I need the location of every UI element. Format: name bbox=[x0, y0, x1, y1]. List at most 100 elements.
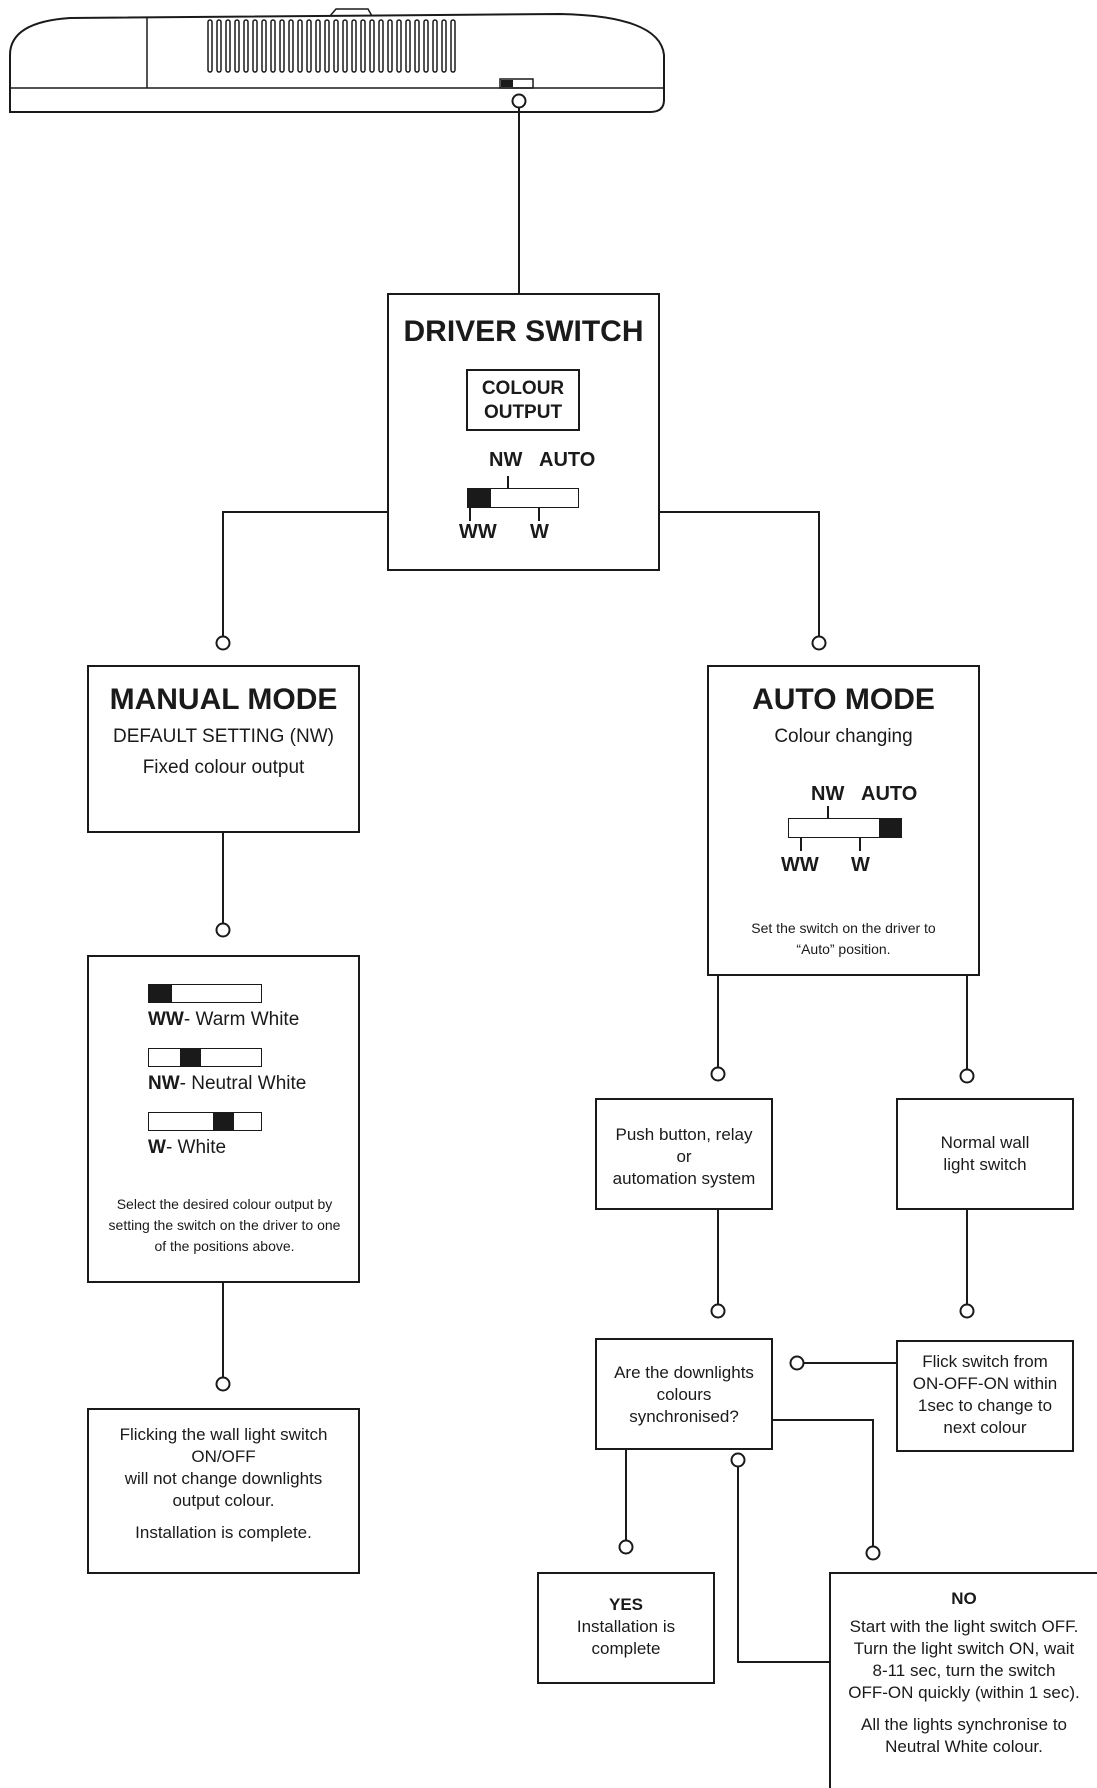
flick-switch-box: Flick switch from ON-OFF-ON within 1sec … bbox=[896, 1340, 1074, 1452]
no-line2: Turn the light switch ON, wait bbox=[853, 1639, 1075, 1658]
auto-switch-knob bbox=[879, 819, 901, 837]
w-text: - White bbox=[165, 1137, 227, 1158]
vent-slot bbox=[234, 19, 240, 73]
ww-text: - Warm White bbox=[183, 1009, 300, 1030]
positions-instructions: Select the desired colour output by sett… bbox=[108, 1196, 341, 1254]
manual-complete-box: Flicking the wall light switch ON/OFF wi… bbox=[87, 1408, 360, 1574]
normal-switch-line1: Normal wall bbox=[940, 1133, 1030, 1152]
nw-abbr: NW bbox=[148, 1073, 180, 1094]
vent-slot bbox=[369, 19, 375, 73]
manual-complete-line4: output colour. bbox=[172, 1491, 275, 1510]
auto-label-nw: NW bbox=[811, 783, 845, 805]
auto-mode-box: AUTO MODE Colour changing NW AUTO WW W S… bbox=[707, 665, 980, 976]
yes-box: YES Installation is complete bbox=[537, 1572, 715, 1684]
driver-switch-knob bbox=[468, 489, 491, 507]
vent-slot bbox=[342, 19, 348, 73]
vent-slot bbox=[441, 19, 447, 73]
push-button-line2: or bbox=[676, 1147, 692, 1166]
auto-slide-switch bbox=[788, 818, 902, 838]
yes-title: YES bbox=[608, 1595, 644, 1614]
vent-slot bbox=[297, 19, 303, 73]
driver-label-w: W bbox=[530, 521, 549, 543]
vent-slot bbox=[360, 19, 366, 73]
manual-mode-desc: Fixed colour output bbox=[142, 757, 305, 778]
ww-switch-icon bbox=[148, 984, 262, 1003]
flick-line2: ON-OFF-ON within bbox=[912, 1374, 1058, 1393]
no-line5: All the lights synchronise to bbox=[861, 1715, 1067, 1734]
driver-label-nw: NW bbox=[489, 449, 523, 471]
push-button-box: Push button, relay or automation system bbox=[595, 1098, 773, 1210]
flick-line3: 1sec to change to bbox=[917, 1396, 1053, 1415]
manual-complete-line1: Flicking the wall light switch bbox=[119, 1425, 328, 1444]
auto-label-auto: AUTO bbox=[861, 783, 918, 805]
w-abbr: W bbox=[148, 1137, 166, 1158]
vent-slot bbox=[252, 19, 258, 73]
flick-line1: Flick switch from bbox=[922, 1352, 1048, 1371]
auto-mode-title: AUTO MODE bbox=[752, 683, 935, 716]
manual-complete-line2: ON/OFF bbox=[191, 1447, 256, 1466]
nw-position-label: NW- Neutral White bbox=[148, 1073, 306, 1095]
question-line1: Are the downlights bbox=[614, 1363, 754, 1382]
flick-line4: next colour bbox=[943, 1418, 1027, 1437]
vent-slot bbox=[216, 19, 222, 73]
vent-slot bbox=[387, 19, 393, 73]
no-line3: 8-11 sec, turn the switch bbox=[872, 1661, 1056, 1680]
vent-slot bbox=[324, 19, 330, 73]
driver-device-outline bbox=[9, 12, 665, 113]
vent-slot bbox=[261, 19, 267, 73]
nw-switch-icon bbox=[148, 1048, 262, 1067]
vent-slot bbox=[315, 19, 321, 73]
manual-complete-line5: Installation is complete. bbox=[135, 1523, 312, 1542]
question-line2: colours bbox=[656, 1385, 712, 1404]
vent-slot bbox=[270, 19, 276, 73]
vent-slot bbox=[405, 19, 411, 73]
driver-switch-box: DRIVER SWITCH COLOUR OUTPUT NW AUTO WW W bbox=[387, 293, 660, 571]
vent-slot bbox=[378, 19, 384, 73]
vent-slot bbox=[450, 19, 456, 73]
push-button-line3: automation system bbox=[612, 1169, 756, 1188]
vent-slot bbox=[225, 19, 231, 73]
driver-switch-slot bbox=[499, 78, 534, 89]
ww-abbr: WW bbox=[148, 1009, 184, 1030]
ww-position-label: WW- Warm White bbox=[148, 1009, 299, 1031]
no-line4: OFF-ON quickly (within 1 sec). bbox=[848, 1683, 1080, 1702]
driver-label-ww: WW bbox=[459, 521, 497, 543]
colour-output-line2: OUTPUT bbox=[483, 402, 563, 423]
no-line6: Neutral White colour. bbox=[885, 1737, 1043, 1756]
push-button-line1: Push button, relay bbox=[615, 1125, 753, 1144]
nw-text: - Neutral White bbox=[179, 1073, 307, 1094]
colour-output-line1: COLOUR bbox=[481, 378, 565, 399]
yes-line2: complete bbox=[591, 1639, 661, 1658]
auto-note-line2: “Auto” position. bbox=[796, 941, 891, 957]
manual-mode-box: MANUAL MODE DEFAULT SETTING (NW) Fixed c… bbox=[87, 665, 360, 833]
normal-switch-box: Normal wall light switch bbox=[896, 1098, 1074, 1210]
vent-slot bbox=[423, 19, 429, 73]
vent-slot bbox=[396, 19, 402, 73]
w-position-label: W- White bbox=[148, 1137, 226, 1159]
vent-slot bbox=[414, 19, 420, 73]
vent-slot bbox=[288, 19, 294, 73]
no-box: NO Start with the light switch OFF. Turn… bbox=[829, 1572, 1097, 1788]
vent-slot bbox=[333, 19, 339, 73]
vent-slot bbox=[306, 19, 312, 73]
manual-mode-subtitle: DEFAULT SETTING (NW) bbox=[113, 726, 334, 747]
question-line3: synchronised? bbox=[629, 1407, 739, 1426]
auto-note-line1: Set the switch on the driver to bbox=[751, 920, 936, 936]
w-switch-icon bbox=[148, 1112, 262, 1131]
question-box: Are the downlights colours synchronised? bbox=[595, 1338, 773, 1450]
manual-mode-title: MANUAL MODE bbox=[109, 683, 338, 716]
auto-label-w: W bbox=[851, 854, 870, 876]
vent-slot bbox=[432, 19, 438, 73]
vent-slot bbox=[243, 19, 249, 73]
colour-output-box: COLOUR OUTPUT bbox=[466, 369, 580, 431]
no-title: NO bbox=[951, 1589, 977, 1608]
vent-slot bbox=[279, 19, 285, 73]
no-line1: Start with the light switch OFF. bbox=[849, 1617, 1079, 1636]
vent-slot bbox=[351, 19, 357, 73]
auto-mode-subtitle: Colour changing bbox=[774, 726, 913, 747]
switch-positions-box: WW- Warm White NW- Neutral White W- Whit… bbox=[87, 955, 360, 1283]
manual-complete-line3: will not change downlights bbox=[124, 1469, 323, 1488]
driver-label-auto: AUTO bbox=[539, 449, 596, 471]
driver-switch-title: DRIVER SWITCH bbox=[403, 315, 644, 348]
